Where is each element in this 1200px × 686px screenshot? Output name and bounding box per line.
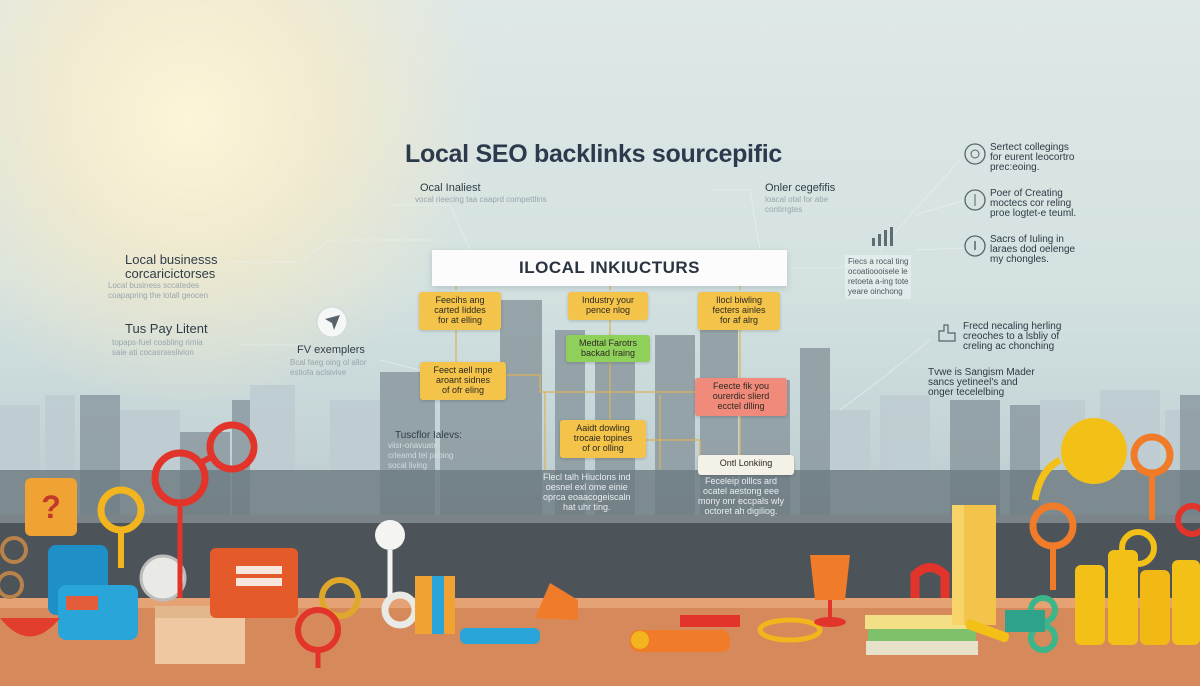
mindmap-node: Feecihs ang carted Iiddes for at elling xyxy=(419,292,501,330)
note-flecl-talh: Flecl talh Hiuclons ind oesnel exl ome e… xyxy=(543,472,631,512)
label-ocal-inaliest-sub: vocal rieecing taa caaprd compettlins xyxy=(415,195,547,204)
label-ocal-inaliest: Ocal Inaliest xyxy=(420,182,481,194)
label-sacrs-of-iuling: Sacrs of Iuling in laraes dod oelenge my… xyxy=(990,234,1076,265)
label-onler-cegefifis: Onler cegefifis xyxy=(765,182,836,194)
label-local-business: Local businesss corcaricictorses xyxy=(125,252,218,281)
label-fv-exemplers: FV exemplers xyxy=(297,344,365,356)
note-feceleip: Feceleip olllcs ard ocatel aestong eee m… xyxy=(698,476,785,516)
badge-icon xyxy=(964,189,986,211)
mindmap-node: Aaidt dowling trocaie topines of or olli… xyxy=(560,420,646,458)
label-local-business-sub: Local business sccatedes coapapring the … xyxy=(108,281,209,300)
mindmap-node: Ilocl biwling fecters ainles for af alrg xyxy=(698,292,780,330)
label-tuscflor: Tuscflor Ialevs: xyxy=(395,430,462,441)
label-frecd-necaling: Frecd necaling herling creoches to a lsb… xyxy=(963,321,1062,352)
mindmap-node: Industry your pence nlog xyxy=(568,292,648,320)
mindmap-node: Feecte fik you ourerdic slierd ecctel dl… xyxy=(695,378,787,416)
cursor-icon xyxy=(316,306,348,338)
label-onler-sub: loacal otal for abe contirrgtes xyxy=(765,195,829,214)
mindmap-node: Feect aell mpe aroant sidnes of ofr elin… xyxy=(420,362,506,400)
label-poer-of-creating: Poer of Creating moctecs cor reling proe… xyxy=(990,188,1077,219)
target-icon xyxy=(964,143,986,165)
info-icon xyxy=(964,235,986,257)
label-fv-exemplers-sub: Bcal faeg oing ol allor estiofa aclsiviv… xyxy=(290,358,367,377)
mindmap-node: Medtal Farotrs backad Iraing xyxy=(566,335,650,362)
label-tus-pay: Tus Pay Litent xyxy=(125,321,208,336)
label-tuscflor-sub: viisr-onavuate crleamd tel pabing socal … xyxy=(388,441,454,470)
svg-text:?: ? xyxy=(41,489,61,525)
mindmap-banner: ILOCAL INKIUCTURS xyxy=(432,250,787,286)
label-tvwe-is-sangism: Tvwe is Sangism Mader sancs yetineel's a… xyxy=(928,367,1035,398)
mindmap-node: Ontl Lonkiing xyxy=(698,455,794,475)
label-sertect: Sertect collegings for eurent leocortro … xyxy=(990,142,1075,173)
label-tus-pay-sub: topaps-fuel cosbling rimia saie ati coca… xyxy=(112,338,203,357)
chart-icon xyxy=(872,227,893,246)
label-fiecs-a-rocal: Fiecs a rocal ting ocoatioooisele le ret… xyxy=(845,255,912,299)
page-title: Local SEO backlinks sourcepific xyxy=(405,140,782,168)
hand-icon xyxy=(938,324,956,342)
